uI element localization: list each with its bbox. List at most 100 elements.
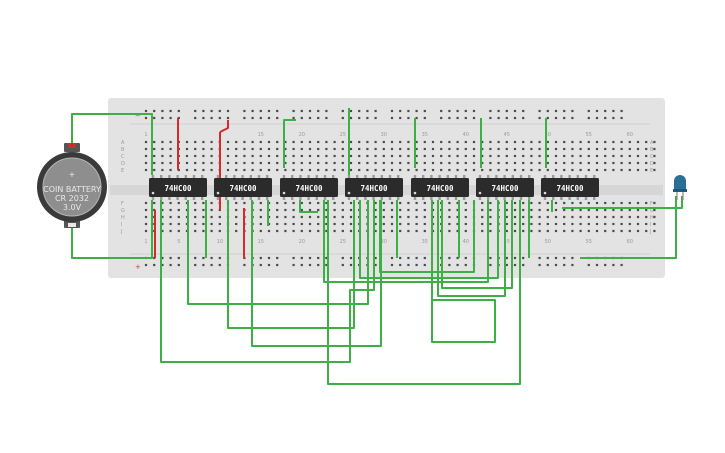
- breadboard-hole: [300, 109, 303, 113]
- breadboard-hole: [226, 154, 230, 158]
- breadboard-hole: [431, 154, 435, 158]
- breadboard-hole: [489, 215, 492, 219]
- breadboard-hole: [341, 147, 344, 151]
- breadboard-hole: [472, 116, 476, 120]
- breadboard-hole: [431, 161, 435, 165]
- column-number-top: 55: [586, 132, 592, 138]
- breadboard-hole: [431, 168, 435, 172]
- breadboard-hole: [374, 109, 377, 113]
- breadboard-hole: [440, 147, 443, 151]
- breadboard-hole: [276, 168, 279, 172]
- breadboard-hole: [448, 154, 451, 158]
- breadboard-hole: [144, 116, 148, 120]
- breadboard-hole: [210, 154, 213, 158]
- breadboard-hole: [415, 161, 418, 165]
- chip-pin: [430, 197, 433, 200]
- breadboard-hole: [161, 168, 164, 172]
- breadboard-hole: [612, 168, 615, 172]
- breadboard-hole: [341, 161, 344, 165]
- breadboard-hole: [276, 154, 279, 158]
- breadboard-hole: [563, 229, 566, 233]
- breadboard-hole: [571, 256, 574, 260]
- column-number-top: 30: [381, 132, 387, 138]
- breadboard-hole: [194, 201, 197, 205]
- breadboard-hole: [440, 116, 443, 120]
- breadboard-hole: [382, 222, 385, 226]
- chip-pin: [528, 175, 531, 178]
- breadboard-hole: [579, 140, 582, 144]
- breadboard-hole: [194, 215, 197, 219]
- breadboard-hole: [235, 201, 238, 205]
- breadboard-hole: [169, 161, 172, 165]
- breadboard-hole: [645, 229, 648, 233]
- chip-pin: [463, 197, 466, 200]
- breadboard-hole: [612, 116, 615, 120]
- chip-pin: [249, 175, 252, 178]
- breadboard-hole: [579, 222, 582, 226]
- row-letter: H: [650, 215, 654, 221]
- breadboard-hole: [292, 147, 295, 151]
- chip-pin: [380, 175, 383, 178]
- breadboard-hole: [399, 201, 402, 205]
- breadboard-hole: [423, 109, 426, 113]
- breadboard-hole: [259, 215, 262, 219]
- breadboard-hole: [587, 263, 590, 267]
- breadboard-hole: [481, 229, 484, 233]
- breadboard-hole: [456, 215, 459, 219]
- breadboard-hole: [587, 154, 590, 158]
- breadboard-hole: [546, 229, 549, 233]
- breadboard-hole: [399, 168, 402, 172]
- chip-pin: [446, 197, 449, 200]
- breadboard-hole: [292, 109, 295, 113]
- chip-pin: [291, 175, 294, 178]
- breadboard-hole: [210, 109, 213, 113]
- breadboard-hole: [202, 229, 205, 233]
- breadboard-hole: [595, 109, 599, 113]
- chip-pin: [593, 197, 596, 200]
- breadboard-hole: [612, 154, 615, 158]
- breadboard-hole: [226, 168, 230, 172]
- chip-pin: [503, 197, 506, 200]
- breadboard-hole: [587, 222, 590, 226]
- breadboard-hole: [604, 147, 607, 151]
- chip-pin: [249, 197, 252, 200]
- breadboard-hole: [177, 256, 180, 260]
- breadboard-hole: [579, 154, 582, 158]
- breadboard-hole: [481, 154, 484, 158]
- breadboard-hole: [226, 116, 230, 120]
- breadboard-hole: [522, 215, 525, 219]
- breadboard-hole: [448, 215, 451, 219]
- chip-pin: [257, 175, 261, 178]
- breadboard-hole: [325, 222, 328, 226]
- breadboard-hole: [235, 208, 238, 212]
- row-letter: A: [650, 140, 654, 146]
- breadboard-hole: [210, 168, 213, 172]
- breadboard-hole: [522, 161, 525, 165]
- column-number-bottom: 50: [545, 239, 551, 245]
- breadboard-hole: [407, 147, 410, 151]
- battery-cell: [42, 157, 102, 217]
- breadboard-hole: [579, 215, 582, 219]
- row-letter: B: [650, 147, 654, 153]
- breadboard-hole: [554, 154, 558, 158]
- breadboard-hole: [530, 168, 533, 172]
- breadboard-hole: [464, 229, 467, 233]
- chip-pin: [291, 197, 294, 200]
- breadboard-hole: [481, 215, 484, 219]
- breadboard-hole: [464, 140, 467, 144]
- battery-plus-sign: +: [69, 170, 76, 179]
- chip-pin: [266, 175, 269, 178]
- breadboard-hole: [513, 109, 517, 113]
- breadboard-hole: [595, 215, 599, 219]
- breadboard-hole: [177, 263, 180, 267]
- wire-loop-9: [379, 200, 475, 273]
- row-letter: E: [121, 168, 124, 174]
- breadboard-hole: [546, 201, 549, 205]
- breadboard-hole: [554, 229, 558, 233]
- breadboard-hole: [604, 263, 607, 267]
- breadboard-hole: [259, 154, 262, 158]
- breadboard-hole: [399, 116, 402, 120]
- breadboard-hole: [243, 161, 246, 165]
- breadboard-hole: [563, 201, 566, 205]
- breadboard-hole: [628, 229, 631, 233]
